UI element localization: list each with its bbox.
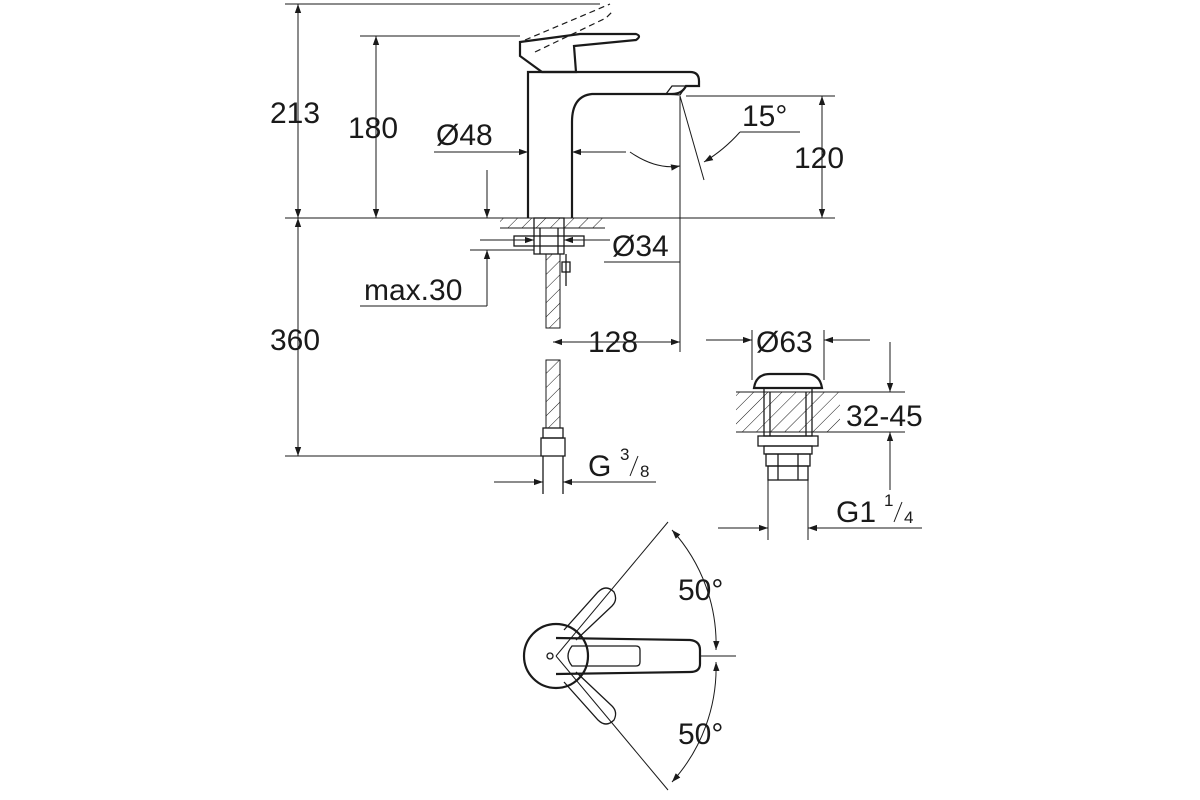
label-180: 180	[348, 112, 398, 145]
label-d48: Ø48	[436, 119, 493, 152]
label-g38-sub: 8	[640, 462, 649, 481]
handle-top-view	[522, 521, 736, 791]
label-32-45: 32-45	[846, 400, 923, 433]
label-g114-sup: 1	[884, 491, 893, 510]
deck-hatch	[500, 218, 605, 228]
hose-lower	[545, 359, 561, 429]
label-d63: Ø63	[756, 326, 813, 359]
basin-hatch	[736, 392, 840, 432]
label-213: 213	[270, 97, 320, 130]
label-360: 360	[270, 324, 320, 357]
label-max30: max.30	[364, 274, 462, 307]
label-50deg-bottom: 50°	[678, 718, 723, 751]
handle-rotated-up	[563, 587, 617, 641]
hose-upper	[545, 253, 561, 329]
label-120: 120	[794, 142, 844, 175]
handle-rotated-down	[563, 671, 617, 725]
label-15deg: 15°	[742, 100, 787, 133]
waste-drain-view	[706, 330, 922, 540]
label-g114-sub: 4	[904, 508, 913, 527]
waste-cap	[752, 372, 824, 390]
label-128: 128	[588, 326, 638, 359]
label-d34: Ø34	[612, 230, 669, 263]
label-50deg-top: 50°	[678, 574, 723, 607]
body-circle	[522, 622, 590, 690]
labels: 213 180 Ø48 15° 120 Ø34 max.30 360 128 G…	[270, 97, 923, 751]
label-g38-sup: 3	[620, 445, 629, 464]
faucet-side-view	[285, 3, 835, 494]
dimension-lines	[285, 3, 835, 486]
label-g114: G1	[836, 496, 876, 529]
label-g38: G	[588, 450, 611, 483]
lever-handle	[518, 32, 641, 74]
spout-arm-top	[555, 636, 702, 676]
lever-dashed-position	[524, 3, 613, 53]
